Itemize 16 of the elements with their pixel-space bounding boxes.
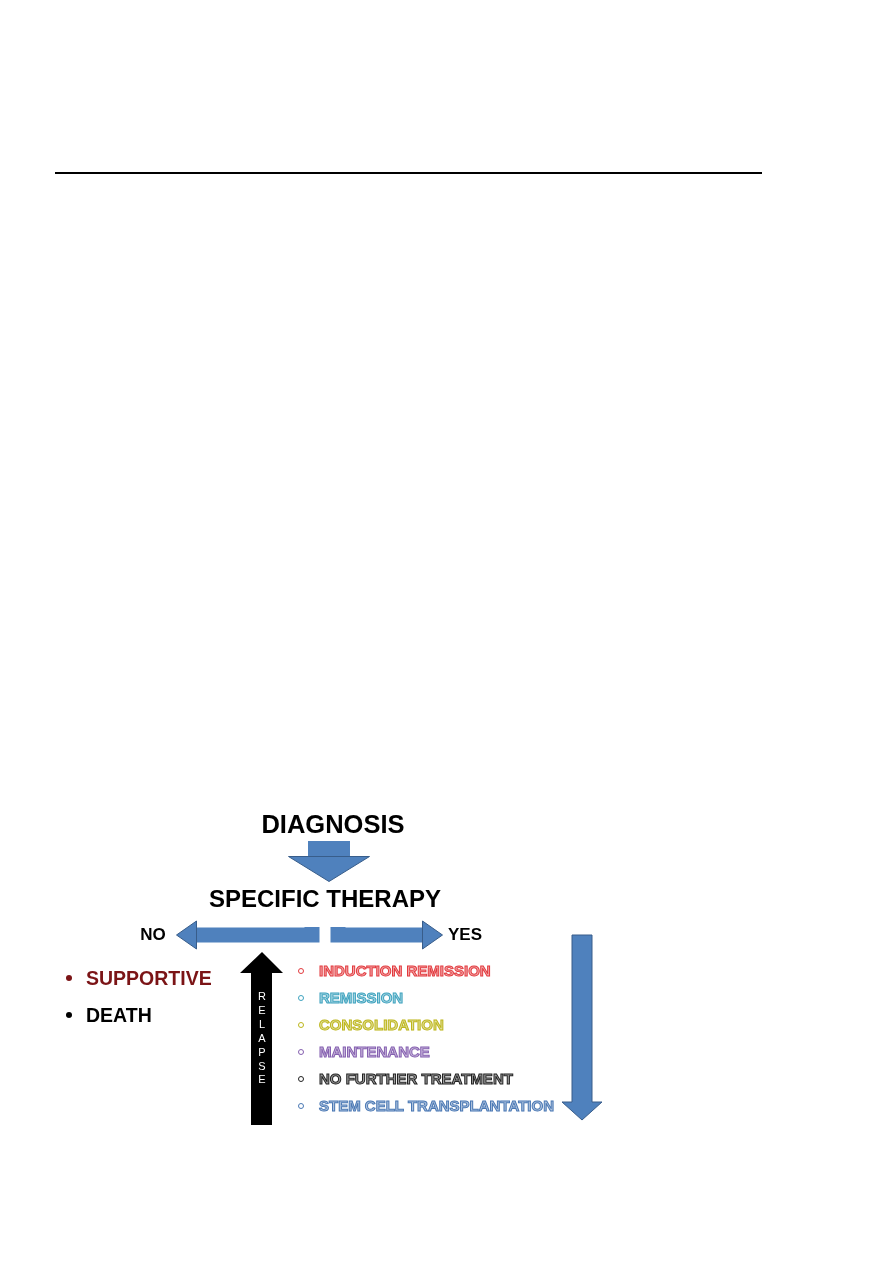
list-item: SUPPORTIVE xyxy=(64,965,212,991)
list-item: NO FURTHER TREATMENT xyxy=(296,1068,513,1090)
arrow-label: RELAPSE xyxy=(257,990,267,1088)
list-item: STEM CELL TRANSPLANTATION xyxy=(296,1095,554,1117)
step-title: DIAGNOSIS xyxy=(233,808,433,841)
list-item: INDUCTION REMISSION xyxy=(296,960,491,982)
block-arrow xyxy=(176,920,320,950)
list-item: MAINTENANCE xyxy=(296,1041,430,1063)
branch-label: NO xyxy=(130,925,176,945)
branch-label: YES xyxy=(443,925,487,945)
step-title: SPECIFIC THERAPY xyxy=(195,882,455,927)
block-arrow xyxy=(288,841,370,882)
list-item: DEATH xyxy=(64,1002,152,1028)
block-arrow xyxy=(330,920,443,950)
list-item: REMISSION xyxy=(296,987,404,1009)
list-item: CONSOLIDATION xyxy=(296,1014,444,1036)
